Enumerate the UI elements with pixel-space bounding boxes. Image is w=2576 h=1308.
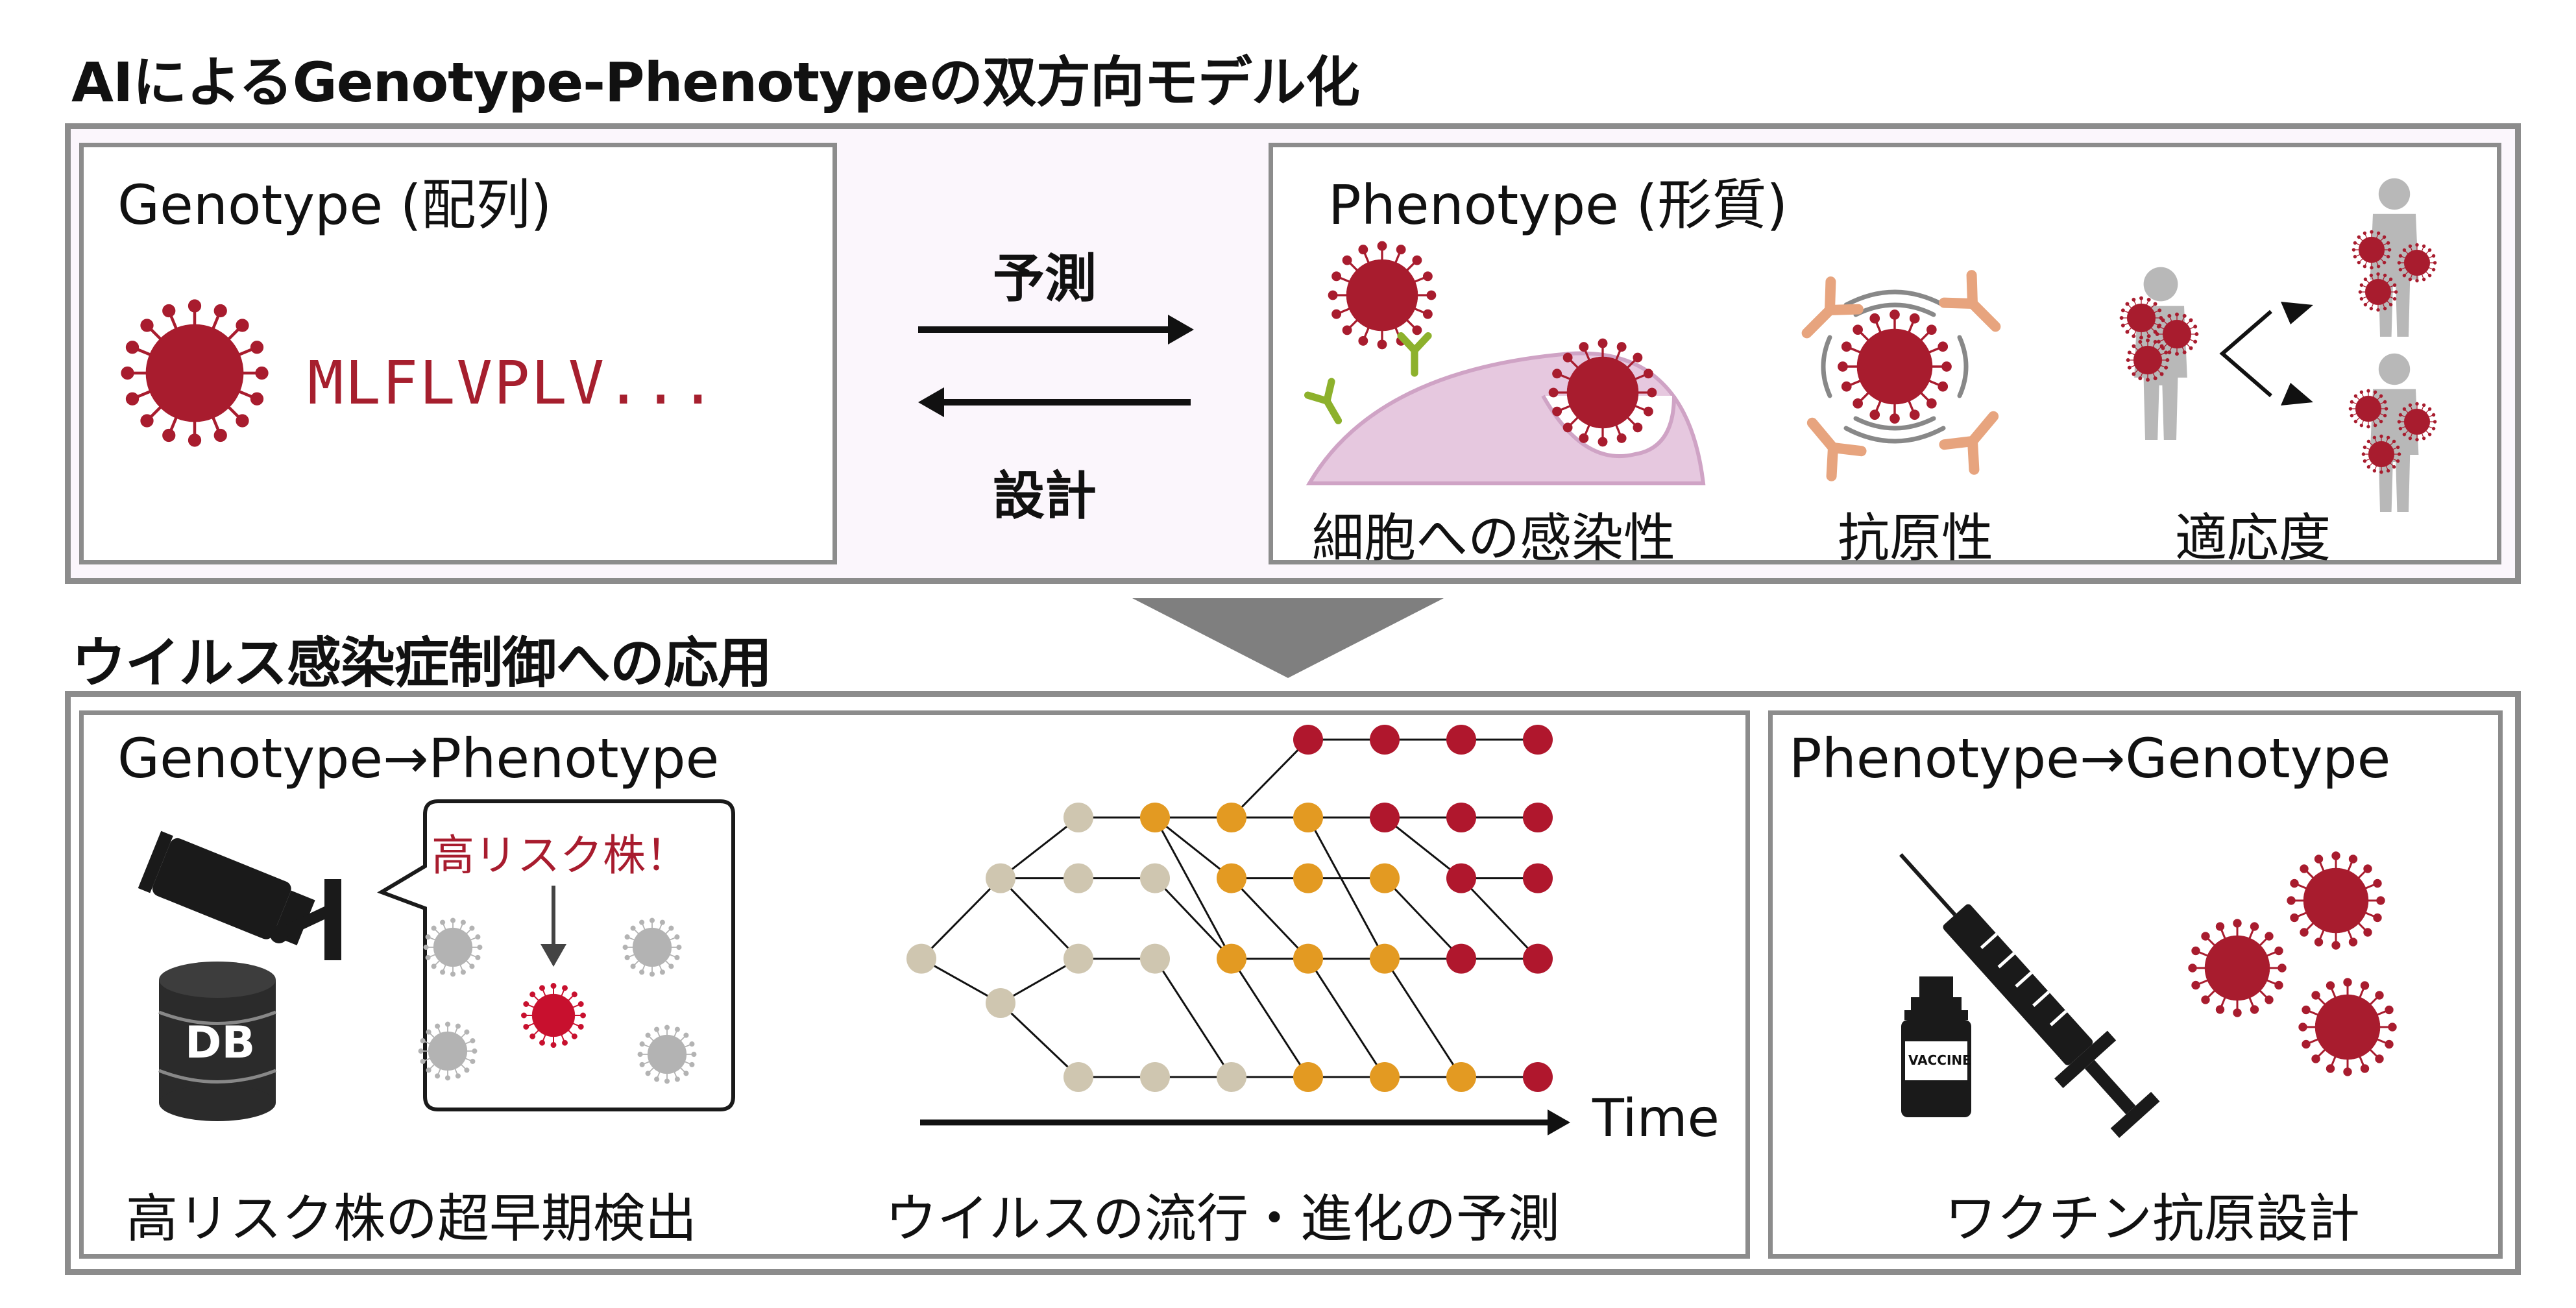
g2p-label: Genotype→Phenotype bbox=[117, 727, 720, 790]
fitness-caption: 適応度 bbox=[2175, 508, 2331, 568]
phenotype-label: Phenotype (形質) bbox=[1328, 173, 1788, 237]
tree-edge bbox=[1230, 738, 1309, 819]
tree-node bbox=[1140, 1062, 1170, 1092]
tree-edge bbox=[920, 877, 1002, 960]
tree-node bbox=[1523, 863, 1553, 893]
tree-edge bbox=[1460, 877, 1539, 960]
tree-node bbox=[1523, 1062, 1553, 1092]
tree-edge bbox=[1307, 958, 1386, 1078]
tree-node bbox=[1446, 803, 1476, 832]
tree-node bbox=[1523, 943, 1553, 974]
tree-node bbox=[986, 863, 1015, 893]
bottom-title: ウイルス感染症制御への応用 bbox=[71, 631, 772, 695]
tree-edge bbox=[999, 1002, 1080, 1078]
tree-node bbox=[1217, 803, 1246, 832]
tree-node bbox=[1446, 863, 1476, 893]
tree-node bbox=[1370, 943, 1400, 974]
tree-node bbox=[1140, 943, 1170, 974]
tree-node bbox=[1140, 803, 1170, 832]
tree-edge bbox=[1154, 958, 1233, 1078]
tree-node bbox=[1293, 725, 1323, 755]
tree-edge bbox=[1230, 877, 1309, 960]
infectivity-caption: 細胞への感染性 bbox=[1312, 508, 1675, 568]
tree-edge bbox=[1230, 958, 1309, 1078]
tree-edge bbox=[1307, 817, 1386, 960]
tree-node bbox=[1293, 863, 1323, 893]
tree-edge bbox=[1154, 817, 1233, 960]
tree-node bbox=[1293, 1062, 1323, 1092]
epidemic-prediction-caption: ウイルスの流行・進化の予測 bbox=[885, 1189, 1560, 1249]
tree-node bbox=[1063, 943, 1093, 974]
tree-node bbox=[1063, 803, 1093, 832]
tree-node bbox=[1063, 863, 1093, 893]
time-axis-arrowhead bbox=[1548, 1109, 1570, 1135]
genotype-label: Genotype (配列) bbox=[117, 173, 552, 237]
tree-edge bbox=[921, 958, 1001, 1004]
tree-node bbox=[1140, 863, 1170, 893]
tree-node bbox=[1370, 863, 1400, 893]
tree-node bbox=[1370, 725, 1400, 755]
tree-node bbox=[1293, 803, 1323, 832]
tree-node bbox=[986, 988, 1015, 1018]
vaccine-design-caption: ワクチン抗原設計 bbox=[1945, 1189, 2360, 1249]
tree-node bbox=[1523, 725, 1553, 755]
tree-node bbox=[1446, 1062, 1476, 1092]
p2g-label: Phenotype→Genotype bbox=[1789, 727, 2391, 790]
tree-node bbox=[1370, 1062, 1400, 1092]
predict-label: 予測 bbox=[993, 248, 1097, 309]
tree-node bbox=[906, 943, 936, 974]
tree-edge bbox=[1154, 877, 1233, 960]
early-detection-caption: 高リスク株の超早期検出 bbox=[126, 1189, 697, 1249]
tree-node bbox=[1217, 943, 1246, 974]
tree-edge bbox=[1000, 958, 1079, 1004]
time-label: Time bbox=[1592, 1088, 1719, 1148]
tree-edge bbox=[1384, 816, 1462, 879]
database-label: DB bbox=[185, 1017, 256, 1069]
tree-node bbox=[1063, 1062, 1093, 1092]
tree-node bbox=[1293, 943, 1323, 974]
tree-edge bbox=[1154, 816, 1232, 879]
tree-edge bbox=[1383, 958, 1463, 1078]
tree-node bbox=[1217, 863, 1246, 893]
tree-node bbox=[1370, 803, 1400, 832]
design-label: 設計 bbox=[993, 466, 1097, 526]
vaccine-label: VACCINE bbox=[1908, 1052, 1971, 1068]
antigenicity-caption: 抗原性 bbox=[1838, 508, 1993, 568]
tree-node bbox=[1217, 1062, 1246, 1092]
tree-node bbox=[1523, 803, 1553, 832]
genotype-sequence: MLFLVPLV... bbox=[308, 348, 718, 418]
high-risk-alert: 高リスク株！ bbox=[431, 830, 688, 880]
tree-edge bbox=[999, 877, 1080, 960]
p2g-box: Phenotype→Genotype ワクチン抗原設計 bbox=[1768, 710, 2503, 1259]
tree-edge bbox=[1383, 877, 1463, 960]
top-title: AIによるGenotype-Phenotypeの双方向モデル化 bbox=[71, 51, 1360, 114]
tree-node bbox=[1446, 943, 1476, 974]
genotype-box: Genotype (配列) MLFLVPLV... bbox=[79, 143, 837, 564]
tree-edge bbox=[1000, 816, 1079, 879]
g2p-box: Genotype→Phenotype 高リスク株の超早期検出 ウイルスの流行・進… bbox=[79, 710, 1750, 1259]
tree-node bbox=[1446, 725, 1476, 755]
